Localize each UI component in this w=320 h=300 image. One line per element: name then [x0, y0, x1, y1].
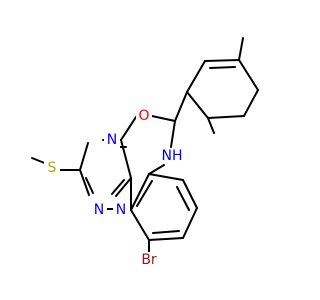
- atom-br: Br: [137, 252, 161, 268]
- bond: [207, 115, 245, 119]
- molecule-structure-drawing: N N N NH O S Br: [31, 37, 259, 268]
- bond: [176, 186, 190, 211]
- atom-label: N: [107, 132, 117, 148]
- bond: [111, 179, 125, 195]
- bond: [243, 89, 259, 117]
- atom-label: Br: [141, 252, 157, 268]
- atom-label: S: [48, 160, 57, 176]
- atom-n3: N: [113, 202, 129, 218]
- atom-label: N: [94, 202, 104, 218]
- bond: [152, 230, 180, 234]
- atom-n1: N: [104, 132, 120, 148]
- atom-s: S: [44, 160, 60, 176]
- bond: [182, 207, 198, 239]
- atom-label: O: [138, 108, 149, 124]
- atom-label: NH: [162, 148, 183, 164]
- bond: [130, 173, 150, 211]
- bond: [148, 164, 165, 175]
- bond: [85, 177, 94, 194]
- atom-nh: NH: [160, 148, 184, 164]
- bond: [115, 177, 132, 197]
- bond: [79, 142, 89, 171]
- atom-n2: N: [91, 202, 107, 218]
- bond: [148, 237, 184, 241]
- bond: [151, 115, 176, 122]
- bond: [209, 66, 236, 69]
- bond: [207, 117, 215, 134]
- bond: [120, 116, 137, 141]
- bond: [120, 139, 132, 179]
- atom-labels: N N N NH O S Br: [44, 108, 184, 268]
- bond: [238, 59, 259, 91]
- bond: [170, 120, 176, 148]
- bond: [136, 180, 153, 207]
- bond: [204, 59, 240, 62]
- bond: [130, 209, 150, 241]
- bond: [186, 91, 209, 119]
- bond: [186, 60, 206, 93]
- bond: [148, 173, 184, 181]
- atom-o: O: [136, 108, 152, 124]
- bond: [79, 169, 90, 196]
- atom-label: N: [116, 202, 126, 218]
- bond: [238, 37, 244, 61]
- bonds: [31, 37, 259, 253]
- bond: [174, 91, 188, 122]
- bond: [182, 179, 198, 209]
